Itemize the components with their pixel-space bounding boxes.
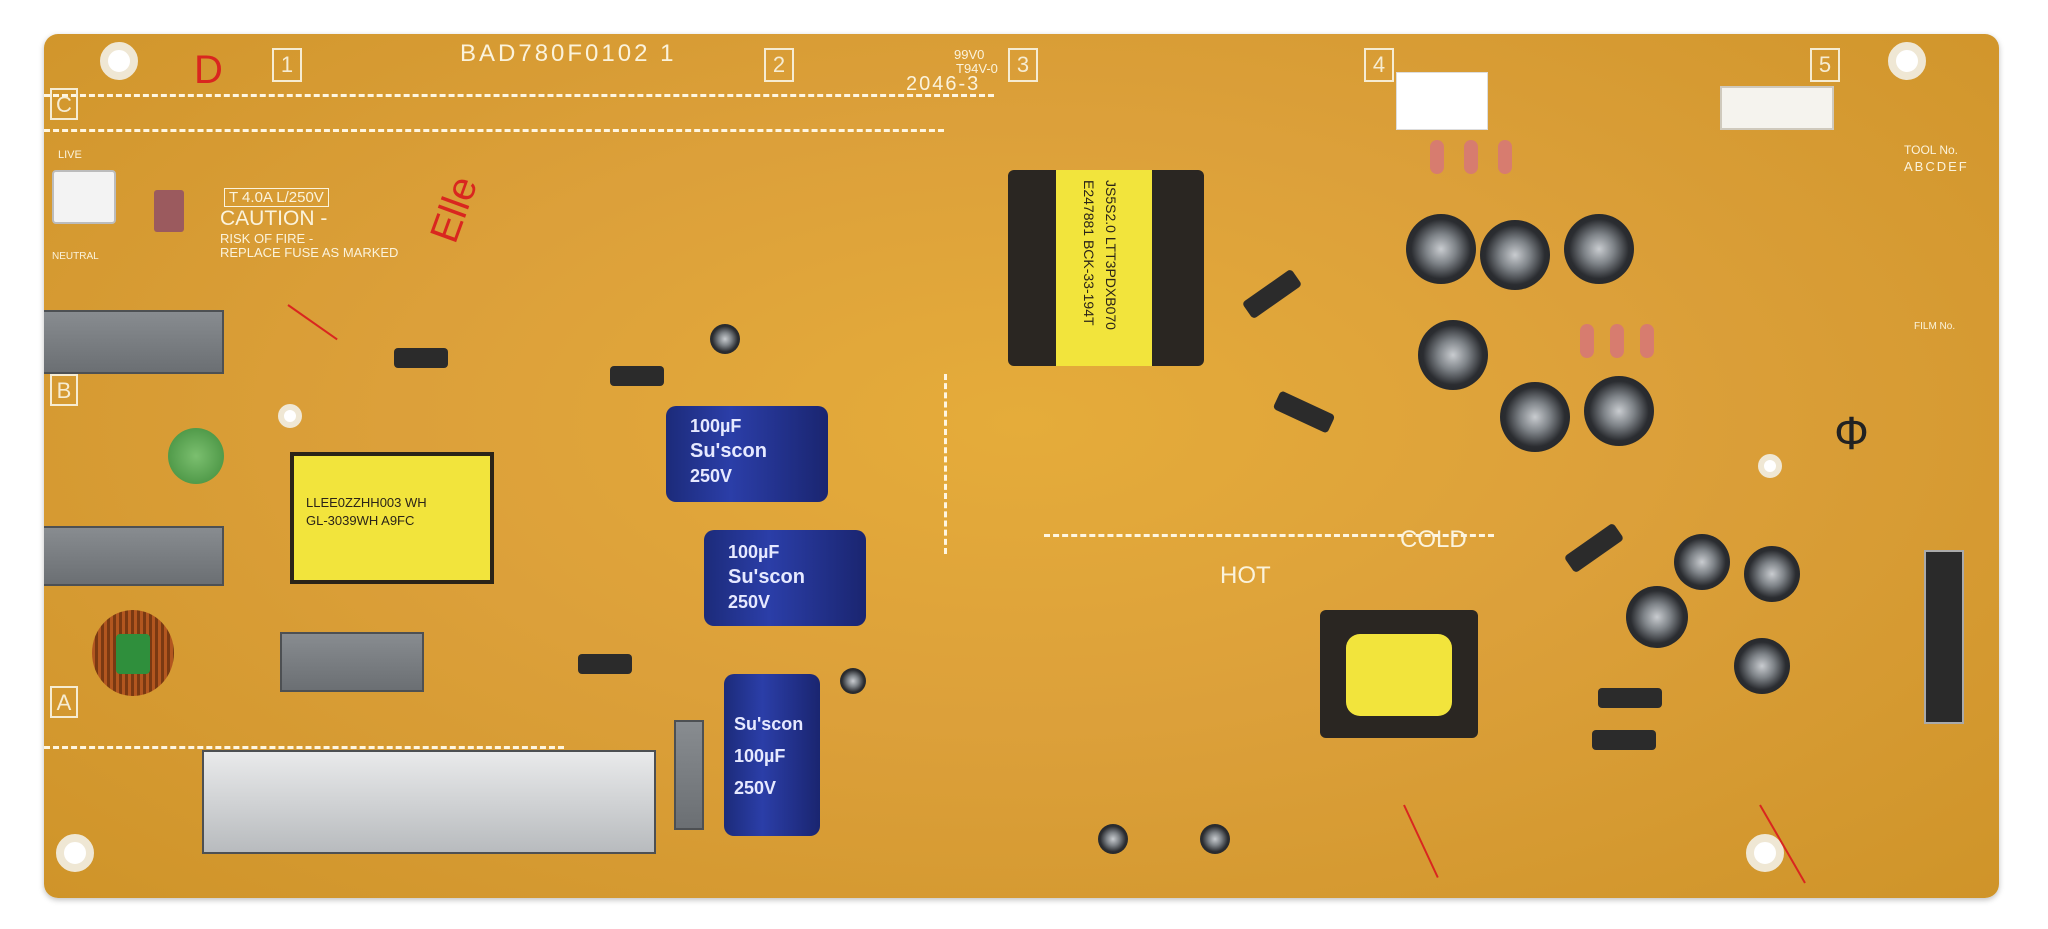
diode-d6 <box>1563 522 1625 574</box>
diode-d3 <box>578 654 632 674</box>
resistor-6 <box>1640 324 1654 358</box>
diode-d2 <box>610 366 664 386</box>
grid-number-1: 1 <box>272 48 302 82</box>
fuse-body <box>154 190 184 232</box>
x-capacitor-small <box>674 720 704 830</box>
output-capacitor-2 <box>1480 220 1550 290</box>
mount-hole-mid-right <box>1758 454 1782 478</box>
handwritten-top-left: D <box>194 48 223 92</box>
grid-number-5: 5 <box>1810 48 1840 82</box>
bulk-capacitor-3-value: 100µF <box>734 746 786 766</box>
main-transformer: JS5S2.0 LTT3PDXB070 E247881 BCK-33-194T <box>1056 170 1152 366</box>
isolation-line-bottom <box>44 746 564 749</box>
output-capacitor-7 <box>1674 534 1730 590</box>
small-capacitor-4 <box>1200 824 1230 854</box>
handwritten-mid-left: Elle <box>422 170 487 249</box>
grid-number-4: 4 <box>1364 48 1394 82</box>
bulk-capacitor-2: Su'scon 100µF 250V <box>704 530 866 626</box>
standby-transformer-line2: GL-3039WH A9FC <box>306 513 415 528</box>
mount-hole-bottom-left <box>56 834 94 872</box>
diode-d1 <box>394 348 448 368</box>
bulk-capacitor-2-value: 100µF <box>728 542 780 562</box>
grid-number-3: 3 <box>1008 48 1038 82</box>
diode-d7 <box>1598 688 1662 708</box>
mount-hole-top-left <box>100 42 138 80</box>
scribble-3 <box>1403 804 1439 878</box>
bulk-capacitor-3-brand: Su'scon <box>734 714 804 734</box>
x-capacitor-bottom <box>44 526 224 586</box>
bulk-capacitor-3: Su'scon 100µF 250V <box>724 674 820 836</box>
fuse-rating: T 4.0A L/250V <box>224 188 329 207</box>
heatsink <box>202 750 656 854</box>
small-capacitor-1 <box>710 324 740 354</box>
bulk-capacitor-1-value: 100µF <box>690 416 742 436</box>
grid-letter-c: C <box>50 88 78 120</box>
x-capacitor-mid <box>280 632 424 692</box>
grid-number-2: 2 <box>764 48 794 82</box>
resistor-1 <box>1430 140 1444 174</box>
connector-right <box>1924 550 1964 724</box>
qr-label <box>1396 72 1488 130</box>
output-capacitor-9 <box>1626 586 1688 648</box>
isolation-line-left <box>44 129 944 132</box>
main-transformer-line2: E247881 BCK-33-194T <box>1081 180 1097 326</box>
cold-label: COLD <box>1400 526 1467 553</box>
date-code: 2046-3 <box>906 73 981 95</box>
connector-top-right <box>1720 86 1834 130</box>
small-capacitor-3 <box>1098 824 1128 854</box>
output-capacitor-5 <box>1500 382 1570 452</box>
output-capacitor-4 <box>1418 320 1488 390</box>
thermistor <box>168 428 224 484</box>
caution-title: CAUTION - <box>220 207 328 230</box>
x-capacitor-top <box>44 310 224 374</box>
isolation-line-top <box>44 94 994 97</box>
resistor-4 <box>1580 324 1594 358</box>
resistor-3 <box>1498 140 1512 174</box>
caution-line-1: RISK OF FIRE - <box>220 231 314 246</box>
main-transformer-line1: JS5S2.0 LTT3PDXB070 <box>1103 180 1119 330</box>
part-number: BAD780F0102 1 <box>460 40 677 67</box>
tool-no-label: TOOL No. <box>1904 143 1959 157</box>
output-capacitor-1 <box>1406 214 1476 284</box>
bulk-capacitor-1-voltage: 250V <box>690 466 733 486</box>
resistor-2 <box>1464 140 1478 174</box>
handwritten-right: Ф <box>1834 407 1869 459</box>
choke-core <box>116 634 150 674</box>
isolation-line-right <box>1044 534 1494 537</box>
standby-transformer: LLEE0ZZHH003 WH GL-3039WH A9FC <box>290 452 494 584</box>
fuse-holder <box>52 170 116 224</box>
diode-d5 <box>1272 390 1336 434</box>
tool-no-letters: ABCDEF <box>1904 159 1969 174</box>
ul-sub: T94V-0 <box>956 61 998 76</box>
bulk-capacitor-1-brand: Su'scon <box>690 440 767 462</box>
output-capacitor-3 <box>1564 214 1634 284</box>
output-capacitor-6 <box>1584 376 1654 446</box>
pcb-board: BAD780F0102 1 99V0 T94V-0 2046-3 1 2 3 4… <box>44 34 1999 898</box>
mount-hole-bottom-right <box>1746 834 1784 872</box>
hot-label: HOT <box>1220 562 1271 589</box>
live-label: LIVE <box>58 149 82 161</box>
mount-hole-mid-left <box>278 404 302 428</box>
mount-hole-top-right <box>1888 42 1926 80</box>
bulk-capacitor-2-brand: Su'scon <box>728 566 805 588</box>
neutral-label: NEUTRAL <box>52 251 99 262</box>
small-capacitor-2 <box>840 668 866 694</box>
diode-d8 <box>1592 730 1656 750</box>
grid-letter-b: B <box>50 374 78 406</box>
isolation-line-mid <box>944 374 947 554</box>
film-no-label: FILM No. <box>1914 321 1956 332</box>
resistor-5 <box>1610 324 1624 358</box>
caution-line-2: REPLACE FUSE AS MARKED <box>220 245 399 260</box>
output-capacitor-10 <box>1734 638 1790 694</box>
ul-mark: 99V0 <box>954 47 985 62</box>
output-capacitor-8 <box>1744 546 1800 602</box>
bulk-capacitor-2-voltage: 250V <box>728 592 771 612</box>
standby-transformer-right-core <box>1346 634 1452 716</box>
grid-letter-a: A <box>50 686 78 718</box>
bulk-capacitor-1: Su'scon 100µF 250V <box>666 406 828 502</box>
bulk-capacitor-3-voltage: 250V <box>734 778 777 798</box>
scribble-1 <box>287 304 338 341</box>
standby-transformer-line1: LLEE0ZZHH003 WH <box>306 495 427 510</box>
diode-d4 <box>1241 268 1303 320</box>
